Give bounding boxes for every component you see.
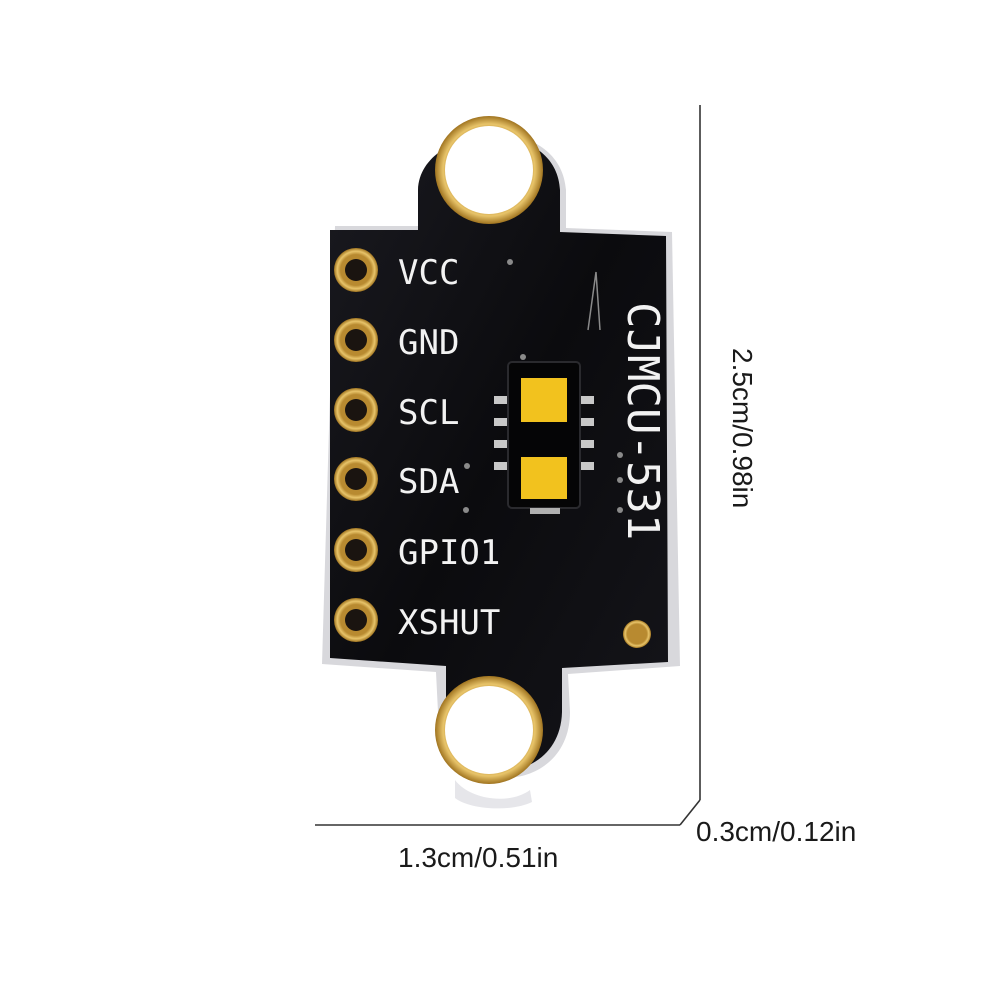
pcb-board <box>322 133 680 809</box>
pin-pad-xshut <box>334 598 378 642</box>
pin-label-xshut: XSHUT <box>398 603 500 643</box>
pin-label-sda: SDA <box>398 462 459 502</box>
depth-dimension-line <box>679 799 701 826</box>
board-model-label: CJMCU-531 <box>617 302 668 540</box>
corner-pad <box>623 620 651 648</box>
height-dimension-label: 2.5cm/0.98in <box>727 348 758 509</box>
width-dimension-label: 1.3cm/0.51in <box>398 842 559 873</box>
tof-sensor-chip <box>494 361 594 514</box>
pin-labels: VCC GND SCL SDA GPIO1 XSHUT <box>398 253 500 643</box>
pin-pad-gpio1 <box>334 528 378 572</box>
pin-label-gnd: GND <box>398 323 459 363</box>
sensor-emitter-window <box>521 378 567 422</box>
vias <box>463 259 623 513</box>
pin-label-scl: SCL <box>398 393 459 433</box>
header-pads <box>334 248 378 642</box>
pin-pad-vcc <box>334 248 378 292</box>
pin-pad-gnd <box>334 318 378 362</box>
dimension-lines <box>315 105 701 826</box>
sensor-receiver-window <box>521 457 567 499</box>
mounting-hole-top <box>435 116 543 224</box>
pin-label-gpio1: GPIO1 <box>398 533 500 573</box>
pin-pad-scl <box>334 388 378 432</box>
mounting-hole-bottom <box>435 676 543 784</box>
pin-label-vcc: VCC <box>398 253 459 293</box>
pin-pad-sda <box>334 457 378 501</box>
thickness-dimension-label: 0.3cm/0.12in <box>696 816 857 847</box>
